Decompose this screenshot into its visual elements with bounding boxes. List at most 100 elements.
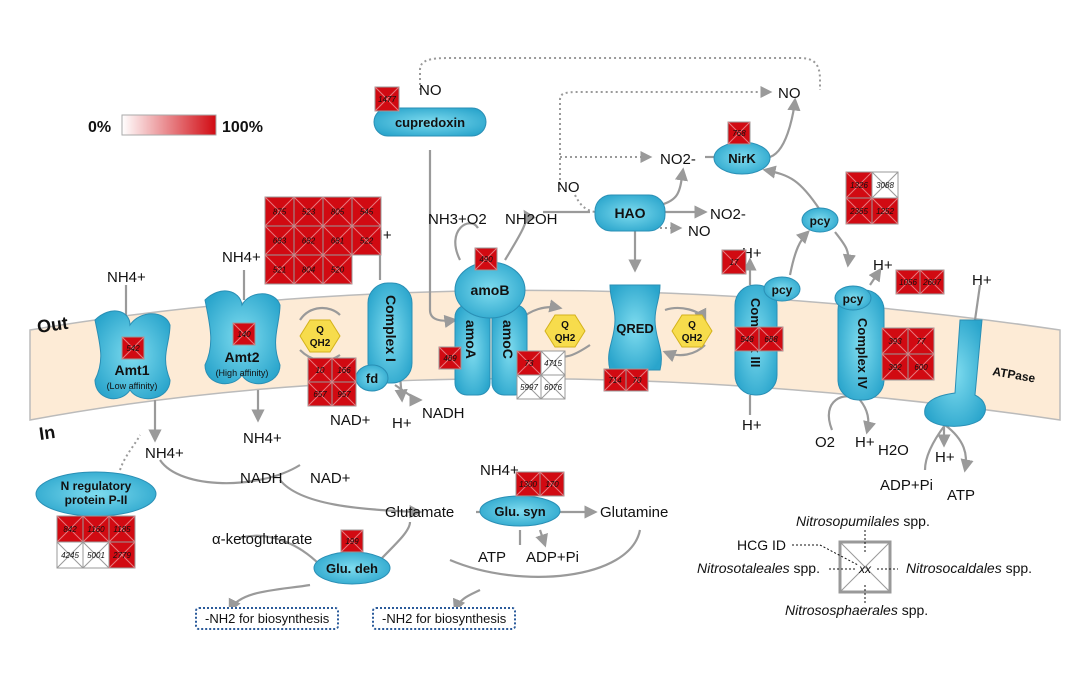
glusyn-label: Glu. syn (494, 504, 545, 519)
heatmap-cell-id: 2607 (922, 278, 941, 287)
qred-protein[interactable]: QRED (608, 284, 662, 371)
no-top: NO (419, 82, 442, 99)
pcy-protein-c3[interactable]: pcy (763, 276, 801, 302)
heatmap-cell: 804 (293, 254, 324, 285)
heatmap-cell-id: 682 (302, 237, 316, 246)
hplus-c4-in: H+ (855, 434, 875, 451)
hplus-c1-in: H+ (392, 415, 412, 432)
no-mid: NO (557, 179, 580, 196)
heatmap-cell: 5001 (82, 541, 110, 569)
heatmap-cell-id: 521 (273, 266, 286, 275)
npii-protein[interactable]: N regulatory protein P-II (35, 471, 157, 517)
metabolite-labels: NH4+ NH4+ NH4+ NH4+ NH4+ H+ H+ NAD+ NADH… (107, 82, 992, 566)
heatmap-cell: 393 (881, 327, 909, 355)
heatmap-cell-id: 520 (331, 266, 345, 275)
qred-label: QRED (616, 321, 654, 336)
heatmap-cell-id: 490 (479, 255, 493, 264)
quinone-q: Q (688, 320, 696, 331)
amt2-sublabel: (High affinity) (216, 368, 269, 378)
glutamate: Glutamate (385, 504, 454, 521)
heatmap-cell: 1477 (374, 86, 400, 112)
npii-label-line2: protein P-II (65, 493, 128, 507)
nadh-c1: NADH (422, 405, 465, 422)
heatmap-cell: 768 (727, 121, 751, 145)
heatmap-amob: 490 (474, 247, 498, 271)
hplus-c4: H+ (873, 257, 893, 274)
hao-protein[interactable]: HAO (594, 194, 666, 232)
heatmap-cell: 683 (264, 225, 295, 256)
nad-gdh: NAD+ (310, 470, 351, 487)
heatmap-cell-id: 199 (345, 537, 359, 546)
no2-hao: NO2- (710, 206, 746, 223)
pcy-protein-top[interactable]: pcy (801, 207, 839, 233)
nh3o2: NH3+O2 (428, 211, 487, 228)
pcy-label: pcy (772, 283, 793, 297)
heatmap-cell: 3088 (871, 171, 899, 199)
heatmap-cell: 681 (322, 225, 353, 256)
pcy-label: pcy (843, 292, 864, 306)
amo-complex[interactable]: amoB amoA amoC (454, 261, 528, 396)
heatmap-cell-id: 768 (732, 129, 746, 138)
heatmap-cell-id: 1185 (113, 525, 131, 534)
heatmap-cell-id: 6076 (544, 383, 562, 392)
no2-nirk: NO2- (660, 151, 696, 168)
amob-label: amoB (471, 282, 510, 298)
heatmap-cell: 682 (293, 225, 324, 256)
nh4-in-2: NH4+ (243, 430, 282, 447)
heatmap-cell-id: 842 (63, 525, 77, 534)
heatmap-cell-id: 522 (360, 237, 374, 246)
nh2-biosynthesis-box-2: -NH2 for biosynthesis (372, 607, 517, 630)
npii-label-line1: N regulatory (61, 479, 132, 493)
nirk-protein[interactable]: NirK (713, 141, 771, 175)
gludeh-protein[interactable]: Glu. deh (313, 551, 391, 585)
complex1-protein[interactable]: Complex I (367, 282, 413, 384)
atp-glusyn: ATP (478, 549, 506, 566)
quinone-qh2: QH2 (310, 338, 331, 349)
heatmap-cell: 5997 (516, 374, 542, 400)
complex4-protein[interactable]: Complex IV (837, 289, 885, 401)
heatmap-cell: 522 (351, 225, 382, 256)
key-left-label: Nitrosotaleales spp. (697, 560, 820, 576)
pcy-protein-c4[interactable]: pcy (834, 285, 872, 311)
heatmap-cell: 957 (331, 381, 357, 407)
heatmap-cell: 77 (907, 327, 935, 355)
heatmap-cell: 688 (758, 326, 784, 352)
heatmap-cell: 70 (625, 368, 649, 392)
heatmap-cell-id: 657 (313, 390, 327, 399)
nh4-in-1: NH4+ (145, 445, 184, 462)
heatmap-pcy-c4: 1056 2607 (895, 269, 945, 295)
fd-protein[interactable]: fd (355, 364, 389, 392)
fd-label: fd (366, 371, 378, 386)
heatmap-amt2: 140 (232, 322, 256, 346)
h2o: H2O (878, 442, 909, 459)
no-right: NO (778, 85, 801, 102)
heatmap-cell-id: 805 (331, 208, 345, 217)
heatmap-cell: 1160 (82, 515, 110, 543)
heatmap-cell-id: 548 (740, 335, 754, 344)
heatmap-cell-id: 957 (337, 390, 351, 399)
heatmap-nirk: 768 (727, 121, 751, 145)
glusyn-protein[interactable]: Glu. syn (479, 495, 561, 527)
quinone-qh2: QH2 (682, 333, 703, 344)
key-cell-text: xx (858, 562, 872, 576)
hplus-atpase: H+ (972, 272, 992, 289)
heatmap-cell: 520 (322, 254, 353, 285)
heatmap-cell: 2365 (845, 197, 873, 225)
heatmap-cell: 6076 (540, 374, 566, 400)
heatmap-cell-id: 489 (443, 354, 457, 363)
heatmap-cell-id: 393 (888, 337, 902, 346)
legend-gradient-bar (121, 114, 217, 136)
heatmap-cell-id: 170 (545, 480, 559, 489)
glyph-key: xx Nitrosopumilales spp. HCG ID Nitrosot… (697, 513, 1032, 618)
legend-max-label: 100% (222, 119, 263, 136)
heatmap-cell-id: 1056 (899, 278, 917, 287)
heatmap-cell: 2607 (919, 269, 945, 295)
heatmap-cell: 805 (322, 196, 353, 227)
heatmap-cell: 166 (331, 357, 357, 383)
cupredoxin-protein[interactable]: cupredoxin (373, 107, 487, 137)
